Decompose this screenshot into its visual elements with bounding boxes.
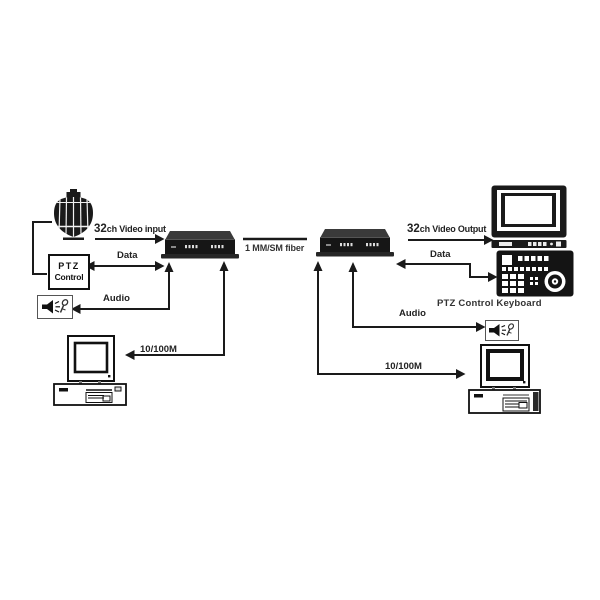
dome-camera-icon: [54, 189, 93, 240]
label-ptz-keyboard-caption: PTZ Control Keyboard: [437, 298, 542, 309]
connector-audio-right: [352, 272, 477, 328]
arrow-data-left-east: [155, 261, 165, 271]
label-data-right: Data: [430, 249, 451, 260]
arrow-ethernet-left-up: [219, 261, 229, 271]
fiber-receiver-icon: [316, 229, 394, 257]
label-audio-right: Audio: [399, 308, 426, 319]
label-video-input-channels: 32: [94, 223, 107, 235]
fiber-transmitter-icon: [161, 231, 239, 259]
ptz-keyboard-icon: [496, 250, 574, 297]
arrow-ethernet-right-up: [313, 261, 323, 271]
ptz-box-title: PTZ: [58, 261, 80, 271]
connector-audio-left: [79, 272, 170, 310]
label-video-output: 32ch Video Output: [407, 223, 487, 235]
arrow-ethernet-left-west: [125, 350, 135, 360]
label-ethernet-left: 10/100M: [140, 344, 177, 355]
label-video-output-channels: 32: [407, 223, 420, 235]
computer-icon-right: [468, 344, 541, 414]
connector-data-right: [404, 263, 489, 278]
connector-camera-to-ptzbox: [32, 221, 52, 275]
arrow-audio-left-up: [164, 262, 174, 272]
arrow-audio-right-east: [476, 322, 486, 332]
arrow-data-right-east: [488, 272, 498, 282]
arrow-video-input-right: [155, 234, 165, 244]
arrowheads: [71, 234, 498, 379]
arrow-data-right-west: [396, 259, 406, 269]
connector-ethernet-right: [317, 271, 457, 375]
arrow-video-output-right: [484, 235, 494, 245]
computer-icon-left: [53, 335, 127, 406]
arrow-audio-right-up: [348, 262, 358, 272]
ptz-box-subtitle: Control: [54, 272, 84, 282]
ptz-control-box: PTZ Control: [48, 254, 90, 290]
arrow-audio-left-west: [71, 304, 81, 314]
label-ethernet-right: 10/100M: [385, 361, 422, 372]
connector-ethernet-left: [133, 271, 225, 356]
label-data-left: Data: [117, 250, 138, 261]
label-audio-left: Audio: [103, 293, 130, 304]
label-video-input: 32ch Video input: [94, 223, 166, 235]
label-fiber-link: 1 MM/SM fiber: [245, 243, 305, 253]
speaker-mic-icon-right: [485, 320, 519, 341]
arrow-ethernet-right-east: [456, 369, 466, 379]
speaker-mic-icon-left: [37, 295, 73, 319]
monitor-icon: [491, 185, 567, 248]
